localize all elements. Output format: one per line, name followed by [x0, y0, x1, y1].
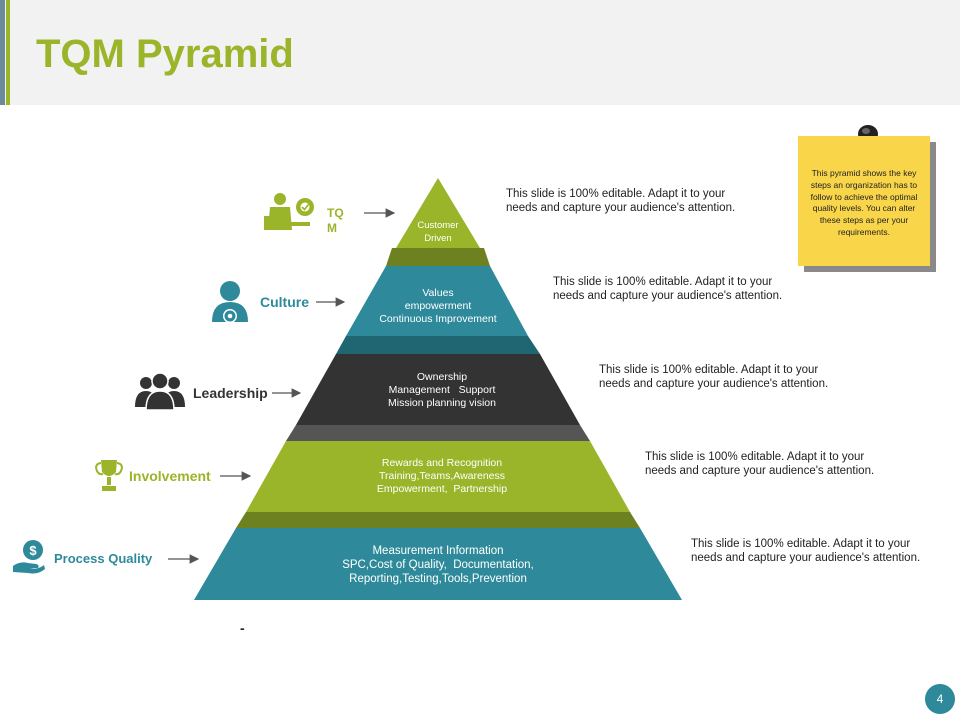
description-line: needs and capture your audience's attent…	[599, 378, 829, 390]
description-line: This slide is 100% editable. Adapt it to…	[691, 538, 911, 550]
dollar-hand-icon: $	[13, 540, 45, 574]
tier-text-line: Management Support	[388, 384, 496, 396]
tier-5-shape	[194, 528, 682, 600]
tier-text-line: Measurement Information	[372, 545, 504, 557]
tier-label-tqm: TQ M	[327, 206, 344, 235]
tier-text-line: Reporting,Testing,Tools,Prevention	[349, 573, 527, 585]
stray-dash: -	[240, 620, 245, 636]
svg-text:$: $	[29, 543, 37, 558]
description-line: needs and capture your audience's attent…	[645, 465, 875, 477]
tier-text-line: SPC,Cost of Quality, Documentation,	[342, 559, 534, 571]
tier-text-line: Customer	[417, 220, 459, 231]
tier-label-leadership: Leadership	[193, 385, 268, 401]
tier-5-text: Measurement Information SPC,Cost of Qual…	[318, 544, 558, 586]
team-icon	[135, 372, 185, 411]
tier-text-line: Values	[422, 287, 454, 299]
tier-label-culture: Culture	[260, 294, 309, 310]
page-number-badge: 4	[925, 684, 955, 714]
tier-4-text: Rewards and Recognition Training,Teams,A…	[342, 457, 542, 496]
tier-4-description: This slide is 100% editable. Adapt it to…	[645, 450, 874, 478]
tier-connector	[236, 512, 640, 528]
description-line: This slide is 100% editable. Adapt it to…	[506, 188, 726, 200]
tier-1-description: This slide is 100% editable. Adapt it to…	[506, 187, 735, 215]
tier-text-line: Ownership	[416, 371, 468, 383]
tier-2-text: Values empowerment Continuous Improvemen…	[358, 287, 518, 326]
tier-connector	[336, 336, 540, 354]
description-line: needs and capture your audience's attent…	[506, 202, 736, 214]
tier-1-shape	[396, 178, 480, 248]
page-title: TQM Pyramid	[36, 32, 294, 76]
accent-bar	[6, 0, 10, 105]
description-line: This slide is 100% editable. Adapt it to…	[645, 451, 865, 463]
description-line: needs and capture your audience's attent…	[691, 552, 921, 564]
tier-connector	[386, 248, 490, 266]
sticky-note: This pyramid shows the key steps an orga…	[798, 136, 930, 266]
tier-2-shape	[346, 266, 528, 336]
accent-bar	[0, 0, 5, 105]
tier-3-description: This slide is 100% editable. Adapt it to…	[599, 363, 828, 391]
tier-3-shape	[296, 354, 580, 425]
trophy-icon	[95, 460, 123, 491]
tier-2-description: This slide is 100% editable. Adapt it to…	[553, 275, 782, 303]
tier-text-line: Rewards and Recognition	[381, 457, 503, 469]
tier-text-line: Empowerment, Partnership	[376, 483, 508, 495]
person-gear-icon	[264, 193, 314, 230]
tier-connector	[286, 425, 590, 441]
description-line: needs and capture your audience's attent…	[553, 290, 783, 302]
tier-5-description: This slide is 100% editable. Adapt it to…	[691, 537, 920, 565]
tier-text-line: Mission planning vision	[388, 397, 496, 409]
note-text: This pyramid shows the key steps an orga…	[810, 168, 918, 237]
tier-text-line: empowerment	[404, 300, 472, 312]
tier-label-process-quality: Process Quality	[54, 551, 153, 566]
tier-text-line: Continuous Improvement	[379, 313, 497, 325]
tier-label-involvement: Involvement	[129, 468, 211, 484]
header-band	[0, 0, 960, 105]
user-gear-icon	[212, 281, 248, 323]
description-line: This slide is 100% editable. Adapt it to…	[599, 364, 819, 376]
tier-text-line: Driven	[424, 233, 452, 244]
description-line: This slide is 100% editable. Adapt it to…	[553, 276, 773, 288]
tier-text-line: Training,Teams,Awareness	[378, 470, 506, 482]
tier-4-shape	[246, 441, 630, 512]
tier-1-text: Customer Driven	[398, 219, 478, 245]
tier-3-text: Ownership Management Support Mission pla…	[358, 371, 526, 410]
